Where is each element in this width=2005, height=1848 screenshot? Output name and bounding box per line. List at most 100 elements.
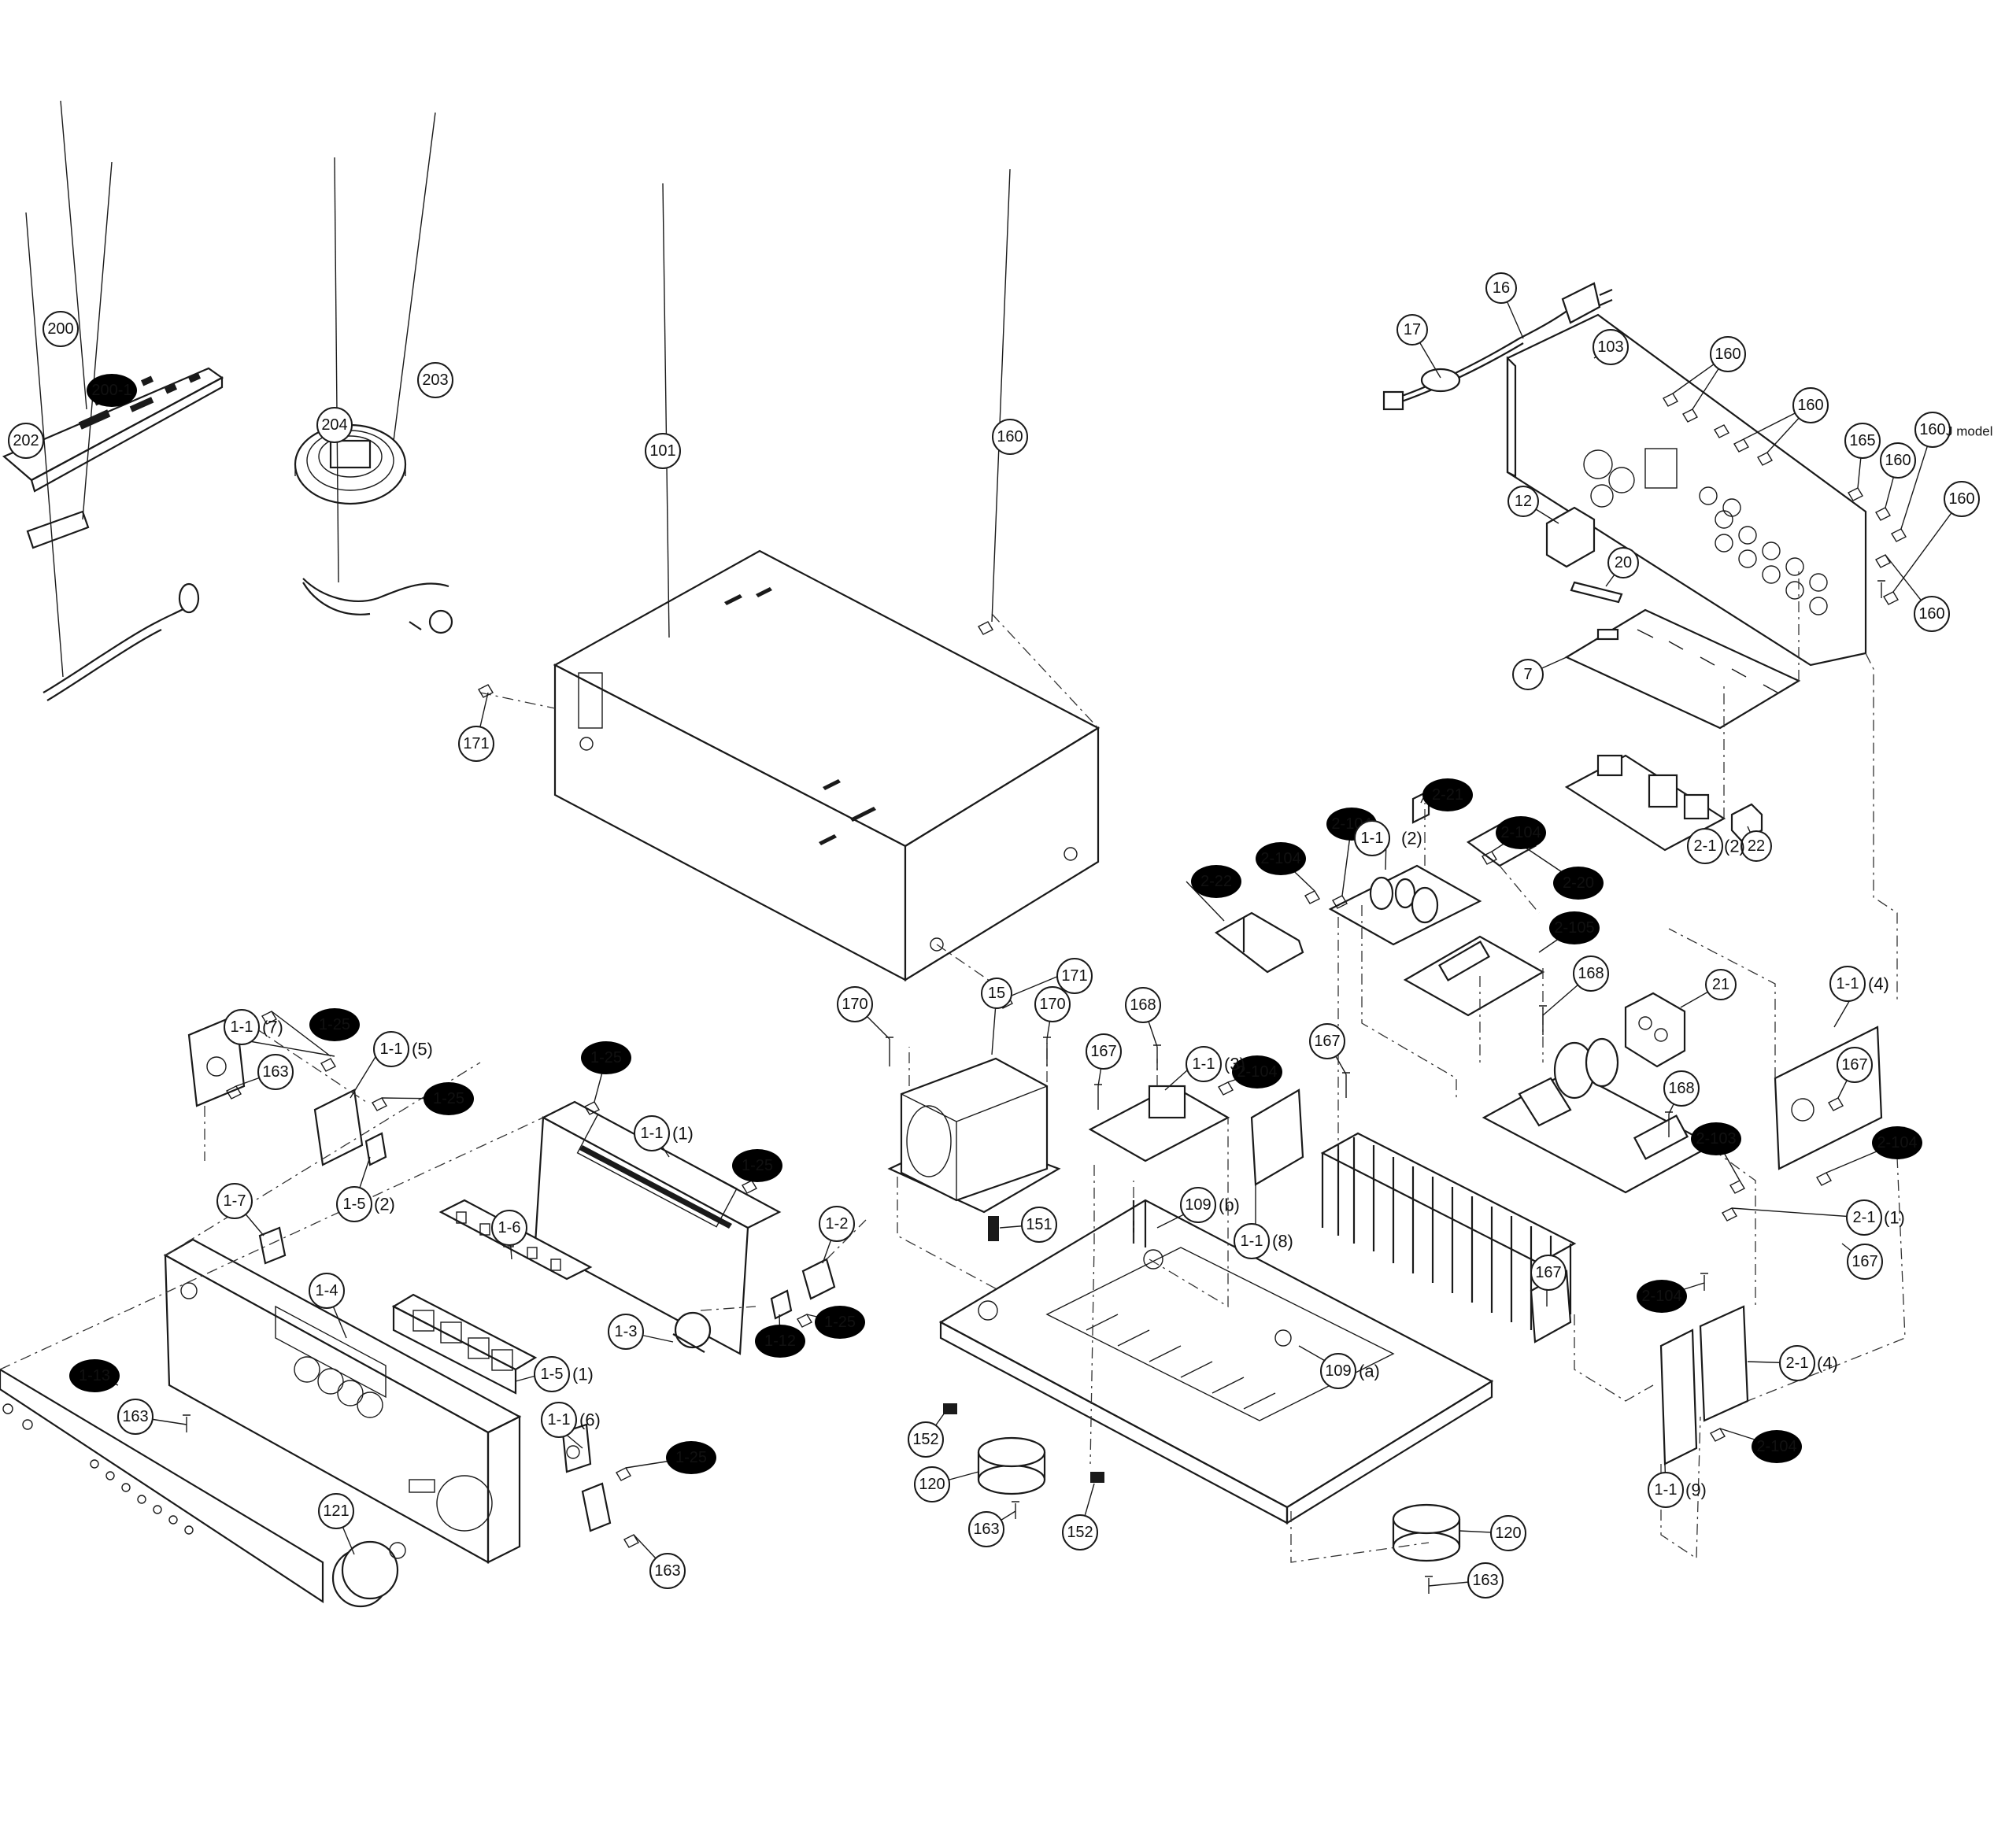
callout-1-5-1: 1-5 (534, 1356, 570, 1392)
callout-103: 103 (1593, 329, 1629, 365)
callout-1-25-f: 1-25 (666, 1441, 716, 1474)
callout-number: 202 (13, 432, 39, 449)
callout-number: 1-4 (316, 1282, 338, 1299)
callout-number: 168 (1130, 996, 1156, 1014)
callout-163-d: 163 (968, 1511, 1004, 1547)
bracket-1-2 (801, 1258, 836, 1300)
callout-168-a: 168 (1125, 987, 1161, 1023)
callout-number: 160 (1715, 346, 1741, 363)
callout-number: 1-1 (231, 1018, 253, 1036)
callout-number: 163 (122, 1408, 148, 1425)
fm-antenna-wire (43, 582, 200, 701)
flat-cable-20 (1570, 581, 1623, 604)
suffix-1-1-2: (2) (1401, 829, 1422, 848)
callout-bubble (1549, 911, 1600, 944)
callout-1-4: 1-4 (309, 1273, 345, 1309)
callout-bubble (1256, 842, 1306, 875)
callout-160-j: 160 (1914, 412, 1951, 448)
callout-number: 170 (842, 996, 867, 1013)
callout-bubble (373, 1031, 409, 1067)
bracket-2-22 (1215, 911, 1304, 974)
callout-number: 2-104 (1641, 1288, 1681, 1305)
amp-pcb-2-1-1 (1482, 1037, 1715, 1194)
callout-bubble (1752, 1430, 1802, 1463)
callout-1-1-6: 1-1 (541, 1402, 577, 1438)
callout-bubble (1309, 1023, 1345, 1059)
callout-120-b: 120 (1490, 1515, 1526, 1551)
callout-1-12: 1-12 (755, 1325, 805, 1358)
callout-160-d: 160 (1944, 481, 1980, 517)
suffix-109a: (a) (1359, 1362, 1380, 1381)
suffix-1-1-4: (4) (1868, 974, 1889, 994)
callout-1-25-a: 1-25 (309, 1008, 360, 1041)
callout-number: 168 (1578, 965, 1604, 982)
front-face-1-13 (0, 1368, 324, 1604)
callout-bubble (1191, 865, 1241, 898)
suffix-1-1-7: (7) (262, 1018, 283, 1037)
callout-163-a: 163 (257, 1054, 294, 1090)
callout-bubble (1573, 955, 1609, 992)
callout-bubble (1485, 272, 1517, 304)
callout-number: 109 (1325, 1362, 1351, 1380)
suffix-1-1-1: (1) (672, 1124, 694, 1144)
callout-number: 2-104 (1237, 1063, 1277, 1081)
sub-pcb-1-1-8 (1250, 1088, 1304, 1186)
bracket-1-25-jack (581, 1482, 612, 1532)
callout-number: 16 (1493, 279, 1510, 297)
callout-number: 204 (321, 416, 347, 434)
callout-bubble (1553, 867, 1604, 900)
callout-bubble (1847, 1244, 1883, 1280)
screws (183, 393, 1907, 1594)
callout-number: 1-13 (79, 1367, 110, 1384)
callout-bubble (1186, 1046, 1222, 1082)
heat-sink (1320, 1132, 1577, 1343)
top-cover (553, 549, 1101, 981)
callout-bubble (43, 311, 79, 347)
callout-number: 21 (1712, 976, 1729, 993)
callout-bubble (224, 1009, 260, 1045)
callout-bubble (1320, 1353, 1356, 1389)
callout-bubble (309, 1273, 345, 1309)
callout-121: 121 (318, 1493, 354, 1529)
callout-163-b: 163 (117, 1399, 154, 1435)
connector-151 (988, 1216, 999, 1241)
callout-bubble (1829, 966, 1866, 1002)
callout-1-13: 1-13 (69, 1359, 120, 1392)
callout-bubble (1846, 1199, 1882, 1236)
callout-1-1-9: 1-1 (1648, 1472, 1684, 1508)
callout-160-top: 160 (992, 419, 1028, 455)
callout-number: 167 (1090, 1043, 1116, 1060)
callout-bubble (1779, 1345, 1815, 1381)
callout-number: 120 (1495, 1525, 1521, 1542)
callout-number: 1-6 (498, 1219, 521, 1236)
callout-bubble (1234, 1223, 1270, 1259)
phones-pcb-1-1-6 (561, 1423, 592, 1473)
suffix-2-1-4: (4) (1817, 1354, 1838, 1373)
callout-number: 160 (1918, 605, 1944, 623)
volume-knob-121 (331, 1540, 406, 1608)
callout-170-b: 170 (1034, 986, 1071, 1022)
callout-bubble (1512, 659, 1544, 690)
callout-number: 2-104 (1500, 824, 1541, 841)
callout-170-a: 170 (837, 986, 873, 1022)
callout-bubble (1710, 336, 1746, 372)
callout-1-1-7: 1-1 (224, 1009, 260, 1045)
remote-battery-cover (26, 510, 90, 549)
callout-number: 2-1 (1853, 1209, 1876, 1226)
callout-2-104-e: 2-104 (1872, 1126, 1922, 1159)
callout-163-e: 163 (1467, 1562, 1504, 1599)
callout-number: 1-1 (1241, 1233, 1263, 1250)
callout-number: 152 (1067, 1524, 1093, 1541)
callout-120-a: 120 (914, 1466, 950, 1502)
callout-1-1-4: 1-1 (1829, 966, 1866, 1002)
callout-1-6: 1-6 (491, 1210, 527, 1246)
callout-bubble (1396, 314, 1428, 346)
callout-1-3: 1-3 (608, 1314, 644, 1350)
callout-number: 121 (323, 1502, 349, 1520)
pcb-1-1-4 (1774, 1026, 1883, 1170)
callout-number: 165 (1849, 432, 1875, 449)
callout-163-c: 163 (649, 1553, 686, 1589)
callout-204: 204 (316, 407, 353, 443)
am-antenna-cable (302, 578, 453, 634)
